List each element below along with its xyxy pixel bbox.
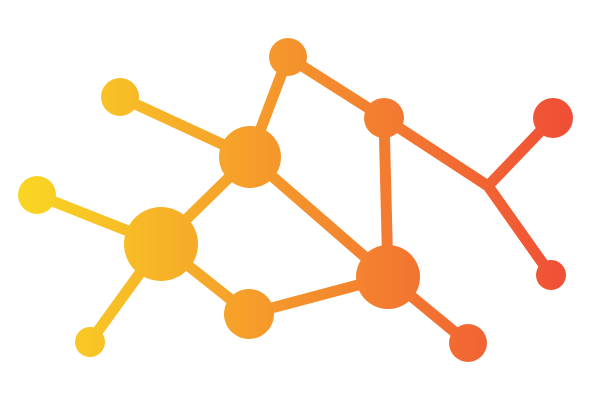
node xyxy=(75,327,105,357)
node xyxy=(224,289,274,339)
node xyxy=(269,38,307,76)
node xyxy=(533,98,573,138)
node xyxy=(356,245,420,309)
node xyxy=(101,78,139,116)
node xyxy=(219,126,281,188)
node xyxy=(364,98,404,138)
link xyxy=(482,180,557,281)
link xyxy=(378,112,494,192)
node xyxy=(536,260,566,290)
node xyxy=(18,176,56,214)
network-nodes xyxy=(18,38,573,362)
node xyxy=(449,324,487,362)
node xyxy=(124,207,198,281)
